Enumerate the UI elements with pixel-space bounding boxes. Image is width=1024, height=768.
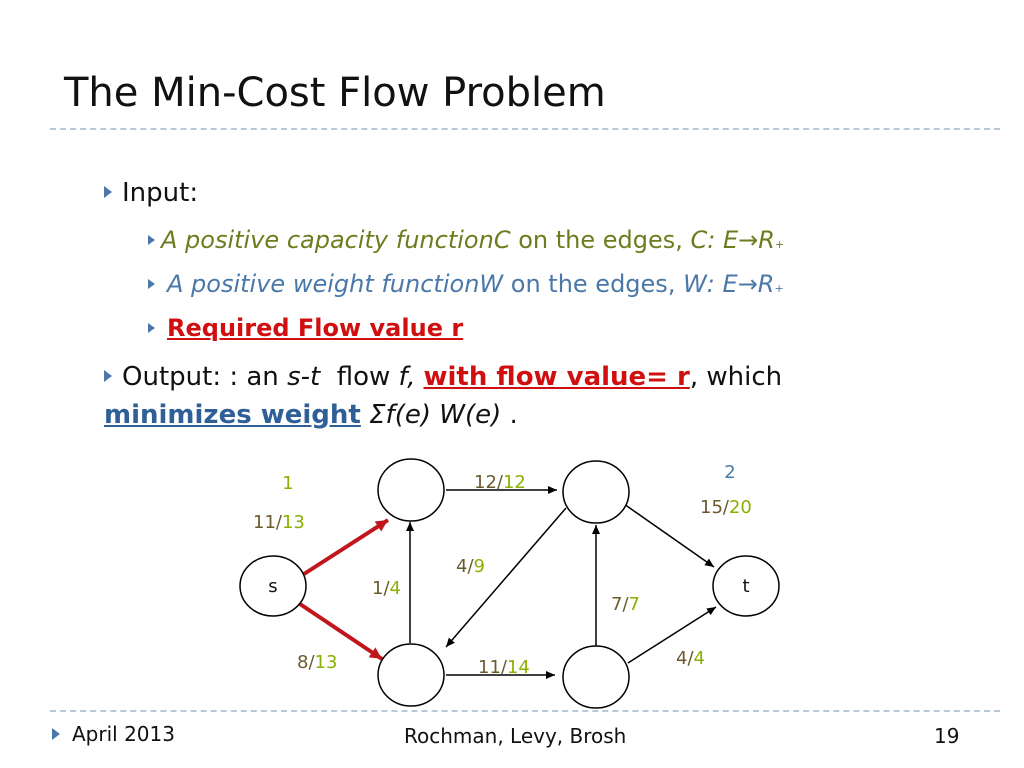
edge-s-c-label: 8/13	[297, 652, 337, 673]
bullet-arrow-icon	[148, 235, 155, 245]
bullet-arrow-icon	[104, 186, 112, 198]
weight-set: R	[757, 270, 775, 298]
capacity-map: C: E	[690, 226, 739, 254]
output-f: f,	[398, 362, 416, 392]
label-one: 1	[282, 473, 293, 494]
node-s-label: s	[268, 576, 277, 597]
node-a	[377, 458, 445, 522]
node-t-label: t	[742, 576, 749, 597]
footer-authors: Rochman, Levy, Brosh	[404, 724, 627, 748]
required-bullet: Required Flow value r	[148, 314, 463, 342]
capacity-arrow: →	[738, 226, 759, 254]
edge-c-d-label: 11/14	[478, 657, 530, 678]
footer-arrow-icon	[52, 728, 60, 740]
node-s	[239, 555, 307, 617]
edge-b-c	[445, 507, 567, 648]
footer-date-text: April 2013	[72, 722, 175, 746]
capacity-mid: on the edges,	[510, 226, 691, 254]
weight-map: W: E	[683, 270, 738, 298]
edge-d-b-label: 7/7	[611, 594, 640, 615]
node-b	[562, 460, 630, 524]
edge-a-b-label: 12/12	[474, 472, 526, 493]
weight-mid: on the edges,	[503, 270, 684, 298]
slide-title: The Min-Cost Flow Problem	[64, 70, 606, 116]
edge-b-c-label: 4/9	[456, 556, 485, 577]
output-an: an	[238, 362, 288, 392]
input-label: Input:	[122, 178, 199, 208]
weight-var: W	[479, 270, 504, 298]
footer-divider	[50, 710, 1000, 712]
weight-text: A positive weight function	[167, 270, 480, 298]
output-bullet-line2: minimizes weight Σf(e) W(e) .	[104, 400, 518, 430]
edge-s-a-label: 11/13	[253, 512, 305, 533]
bullet-arrow-icon	[104, 370, 112, 382]
weight-bullet: A positive weight function W on the edge…	[148, 270, 784, 298]
node-t	[712, 555, 780, 617]
bullet-arrow-icon	[148, 323, 155, 333]
weight-sup: +	[774, 282, 784, 295]
node-c	[377, 643, 445, 707]
input-bullet: Input:	[104, 178, 198, 208]
capacity-set: R	[758, 226, 775, 254]
output-emph: with flow value= r	[423, 362, 690, 392]
bullet-arrow-icon	[148, 279, 155, 289]
edge-s-a	[302, 518, 390, 576]
node-d	[562, 645, 630, 709]
title-divider	[50, 128, 1000, 130]
edge-c-a-label: 1/4	[372, 578, 401, 599]
edge-d-t	[627, 606, 717, 664]
output-bullet: Output: : an s-t flow f, with flow value…	[104, 362, 782, 392]
edge-b-t	[623, 503, 715, 568]
weight-arrow: →	[737, 270, 758, 298]
output-formula: Σf(e) W(e)	[360, 400, 502, 430]
footer-date: April 2013	[52, 722, 175, 746]
output-minimizes: minimizes weight	[104, 400, 361, 430]
footer-page-number: 19	[934, 724, 960, 748]
edge-d-t-label: 4/4	[676, 648, 705, 669]
edge-s-c	[295, 600, 384, 661]
output-period: .	[501, 400, 518, 430]
capacity-text: A positive capacity function	[161, 226, 494, 254]
capacity-bullet: A positive capacity function C on the ed…	[148, 226, 784, 254]
capacity-var: C	[493, 226, 511, 254]
edge-b-t-label: 15/20	[700, 497, 752, 518]
output-which: , which	[689, 362, 783, 392]
label-two: 2	[724, 462, 735, 483]
output-label: Output: :	[122, 362, 239, 392]
output-flow: flow	[320, 362, 399, 392]
output-st: s-t	[287, 362, 321, 392]
capacity-sup: +	[774, 238, 785, 251]
required-text: Required Flow value r	[167, 314, 464, 342]
